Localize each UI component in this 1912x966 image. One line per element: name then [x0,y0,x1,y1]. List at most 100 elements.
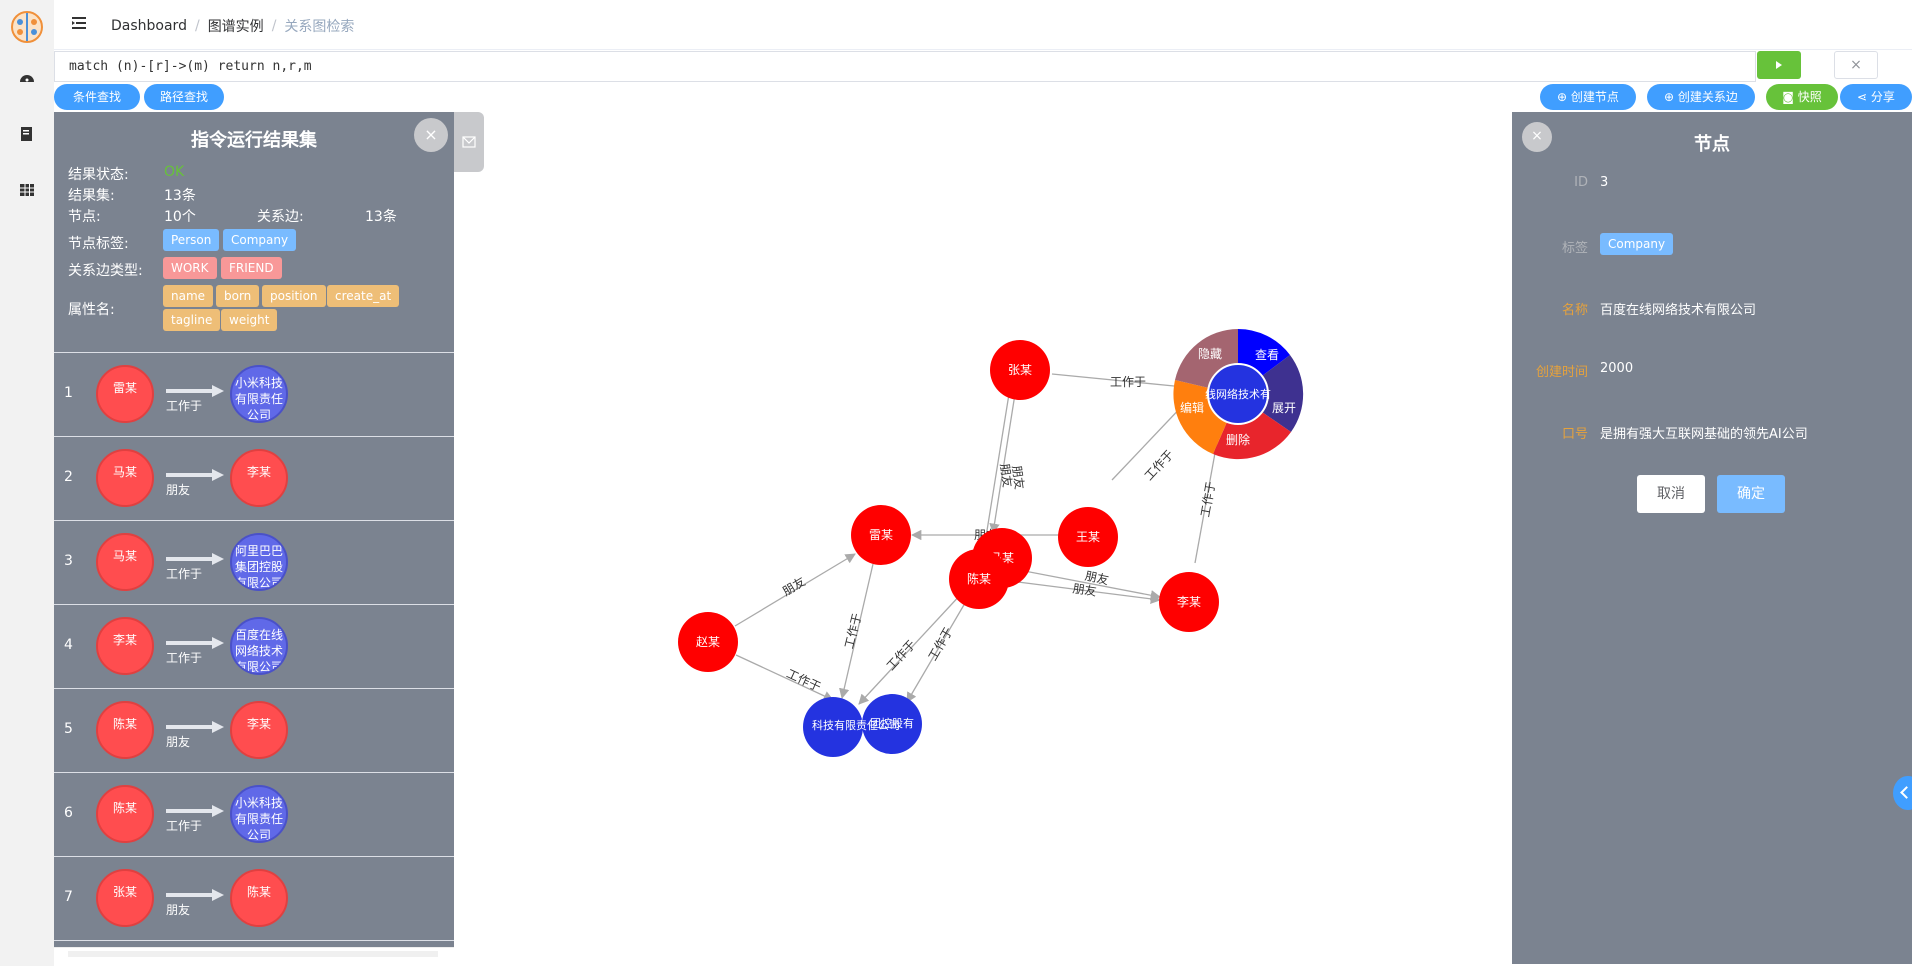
dashboard-icon[interactable] [17,68,37,88]
source-node[interactable]: 马某 [96,533,154,591]
collapse-panel-tab[interactable] [454,112,484,172]
edge-label: 朋友 [1009,465,1026,491]
brain-logo-icon[interactable] [10,10,44,44]
menu-hide-slice[interactable] [1175,329,1238,388]
person-node[interactable] [990,340,1050,400]
document-edit-icon[interactable] [17,124,37,144]
share-icon: ⋖ [1857,90,1871,104]
node-name-value[interactable]: 百度在线网络技术有限公司 [1600,303,1757,318]
relation-arrow-icon [166,553,224,565]
result-row[interactable]: 7 张某 朋友 陈某 [54,857,454,941]
person-node[interactable] [851,505,911,565]
result-row[interactable]: 4 李某 工作于 百度在线网络技术有限公司 [54,605,454,689]
source-node[interactable]: 张某 [96,869,154,927]
node-label: 赵某 [696,635,720,649]
node-created-value[interactable]: 2000 [1600,361,1634,376]
create-edge-button[interactable]: ⊕ 创建关系边 [1647,84,1755,110]
node-panel-title: 节点 [1694,134,1730,155]
person-node[interactable] [678,612,738,672]
source-node[interactable]: 李某 [96,617,154,675]
node-id-label: ID [1574,175,1588,190]
edges-label: 关系边: [257,209,304,225]
node-tag-label: 标签 [1561,241,1588,256]
relation-arrow-icon [166,889,224,901]
company-node[interactable] [803,697,863,757]
edge-label: 工作于 [1110,375,1146,389]
scrollbar-thumb[interactable] [68,951,438,957]
node-tag-value[interactable]: Company [1600,233,1674,255]
target-node[interactable]: 小米科技有限责任公司 [230,365,288,423]
result-panel-title: 指令运行结果集 [191,130,317,151]
relation-label: 朋友 [166,903,191,917]
nodes-edges-row: 节点: 10个 关系边: 13条 [68,206,448,226]
node-slogan-label: 口号 [1561,427,1588,442]
source-node[interactable]: 陈某 [96,701,154,759]
target-node[interactable]: 李某 [230,449,288,507]
result-row[interactable]: 6 陈某 工作于 小米科技有限责任公司 [54,773,454,857]
prop-tag[interactable]: tagline [163,309,221,331]
expand-sidebar-chevron-icon[interactable] [1893,776,1912,810]
close-result-panel-button[interactable]: × [414,118,448,152]
edge-type-tag[interactable]: FRIEND [221,257,282,279]
result-row[interactable]: 2 马某 朋友 李某 [54,437,454,521]
target-node[interactable]: 李某 [230,701,288,759]
menu-edit-slice[interactable] [1173,380,1227,454]
breadcrumb-current: 关系图检索 [284,19,355,35]
row-number: 4 [64,637,73,653]
breadcrumb-graph-instance[interactable]: 图谱实例 [207,19,264,35]
node-slogan-value[interactable]: 是拥有强大互联网基础的领先AI公司 [1600,427,1808,442]
target-node[interactable]: 百度在线网络技术有限公司 [230,617,288,675]
snapshot-button[interactable]: ◙ 快照 [1766,84,1838,110]
graph-canvas[interactable]: 工作于 朋友 朋友 工作于 工作于 朋友 朋友 朋友 工作于 朋友 工作于 工作… [484,112,1512,964]
cypher-query-input[interactable]: match (n)-[r]->(m) return n,r,m [54,51,1756,82]
relation-arrow-icon [166,805,224,817]
target-node[interactable]: 陈某 [230,869,288,927]
node-label-tag[interactable]: Company [223,229,297,251]
source-node[interactable]: 马某 [96,449,154,507]
result-row[interactable]: 1 雷某 工作于 小米科技有限责任公司 [54,353,454,437]
source-node[interactable]: 陈某 [96,785,154,843]
breadcrumb-dashboard[interactable]: Dashboard [111,18,187,34]
edge-label: 工作于 [884,637,919,673]
relation-arrow-icon [166,637,224,649]
company-node[interactable] [862,694,922,754]
horizontal-scrollbar[interactable] [54,947,454,959]
clear-query-button[interactable]: × [1834,51,1878,79]
result-row[interactable]: 3 马某 工作于 阿里巴巴集团控股有限公司 [54,521,454,605]
close-node-panel-button[interactable]: × [1522,122,1552,152]
node-label-tag[interactable]: Person [163,229,220,251]
create-node-button[interactable]: ⊕ 创建节点 [1540,84,1636,110]
menu-expand-slice[interactable] [1262,355,1304,432]
nodes-value: 10个 [164,209,196,225]
edge-line [989,393,1016,535]
person-node[interactable] [1159,572,1219,632]
row-number: 3 [64,553,73,569]
run-query-button[interactable] [1757,51,1801,79]
selected-company-node[interactable] [1207,363,1269,425]
prop-tag[interactable]: name [163,285,214,307]
prop-tag[interactable]: create_at [327,285,400,307]
cancel-button[interactable]: 取消 [1637,475,1705,513]
result-row[interactable]: 5 陈某 朋友 李某 [54,689,454,773]
path-search-button[interactable]: 路径查找 [144,84,224,110]
target-node[interactable]: 小米科技有限责任公司 [230,785,288,843]
edge-type-tag[interactable]: WORK [163,257,217,279]
target-node[interactable]: 阿里巴巴集团控股有限公司 [230,533,288,591]
node-label: 线网络技术有 [1205,387,1271,401]
person-node[interactable] [949,549,1009,609]
source-node[interactable]: 雷某 [96,365,154,423]
table-icon[interactable] [17,180,37,200]
edge-label: 工作于 [1198,480,1218,518]
share-label: 分享 [1870,90,1895,104]
result-panel: 指令运行结果集 × 结果状态: OK 结果集: 13条 节点: 10个 关系边:… [54,112,454,947]
confirm-button[interactable]: 确定 [1717,475,1785,513]
menu-view-slice[interactable] [1238,329,1290,376]
prop-tag[interactable]: position [262,285,326,307]
prop-tag[interactable]: weight [221,309,278,331]
share-button[interactable]: ⋖ 分享 [1840,84,1912,110]
menu-edit-label: 编辑 [1180,400,1204,415]
condition-search-button[interactable]: 条件查找 [54,84,140,110]
prop-tag[interactable]: born [216,285,260,307]
person-node[interactable] [1058,507,1118,567]
hamburger-menu-icon[interactable] [70,14,90,34]
